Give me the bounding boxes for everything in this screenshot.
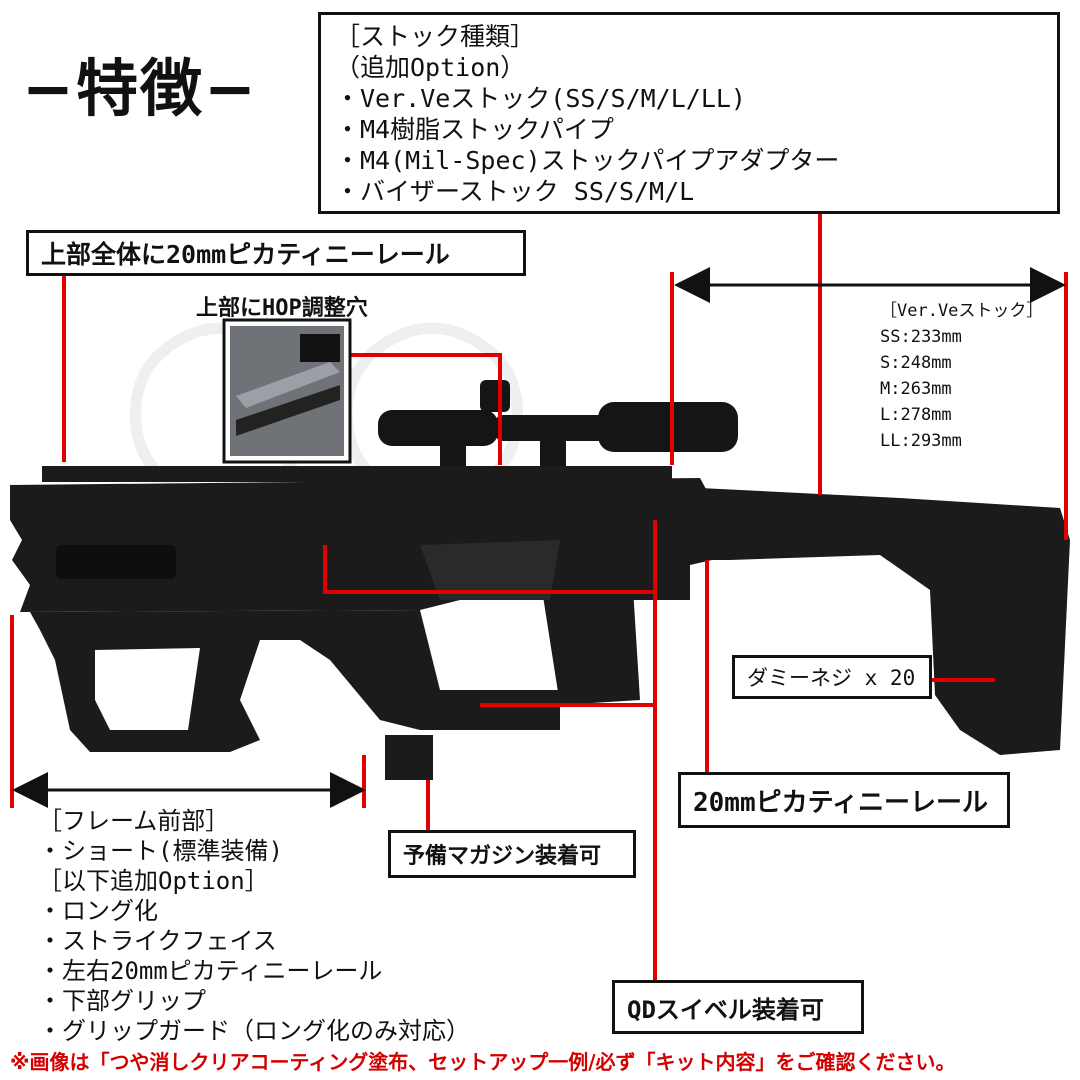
qd-swivel-callout: QDスイベル装着可 [612,980,864,1034]
frame-front-heading: ［フレーム前部］ [38,807,230,835]
page-title: −特徴− [22,52,258,125]
footer-note: ※画像は「つや消しクリアコーティング塗布、セットアップ一例/必ず「キット内容」を… [10,1050,956,1074]
frame-front-option: ・ロング化 [38,897,158,925]
stock-length-item: LL:293mm [880,431,962,451]
frame-front-option: ・ストライクフェイス [38,927,277,955]
leader-lines [10,214,1068,980]
stock-types-heading: ［ストック種類］ [335,22,536,51]
stock-type-item: ・M4樹脂ストックパイプ [335,115,614,144]
frame-front-info: ［フレーム前部］ ・ショート(標準装備) ［以下追加Option］ ・ロング化 … [38,806,470,1046]
stock-types-box: ［ストック種類］ （追加Option） ・Ver.Veストック(SS/S/M/L… [318,12,1060,214]
stock-type-item: ・Ver.Veストック(SS/S/M/L/LL) [335,84,746,113]
frame-front-options-heading: ［以下追加Option］ [38,867,269,895]
frame-front-option: ・グリップガード（ロング化のみ対応） [38,1017,470,1045]
stock-lengths: ［Ver.Veストック］ SS:233mm S:248mm M:263mm L:… [880,298,1043,454]
frame-front-option: ・左右20mmピカティニーレール [38,957,383,985]
spare-mag-callout: 予備マガジン装着可 [388,830,636,878]
stock-length-item: S:248mm [880,353,952,373]
dimension-arrows [12,267,1066,808]
stock-length-item: SS:233mm [880,327,962,347]
stock-length-item: M:263mm [880,379,952,399]
dummy-screws-callout: ダミーネジ x 20 [732,655,932,699]
frame-front-option: ・下部グリップ [38,987,206,1015]
stock-lengths-heading: ［Ver.Veストック］ [880,301,1044,321]
stock-type-item: ・バイザーストック SS/S/M/L [335,177,695,206]
hop-inset-photo [222,318,352,464]
scope [378,380,738,470]
stock-length-item: L:278mm [880,405,952,425]
hop-label: 上部にHOP調整穴 [196,296,368,321]
gun-body [10,466,1070,780]
side-rail-callout: 20mmピカティニーレール [678,772,1010,828]
stock-type-item: ・M4(Mil-Spec)ストックパイプアダプター [335,146,840,175]
stock-types-subheading: （追加Option） [335,53,526,82]
top-rail-callout: 上部全体に20mmピカティニーレール [26,230,526,276]
frame-front-standard: ・ショート(標準装備) [38,837,283,865]
